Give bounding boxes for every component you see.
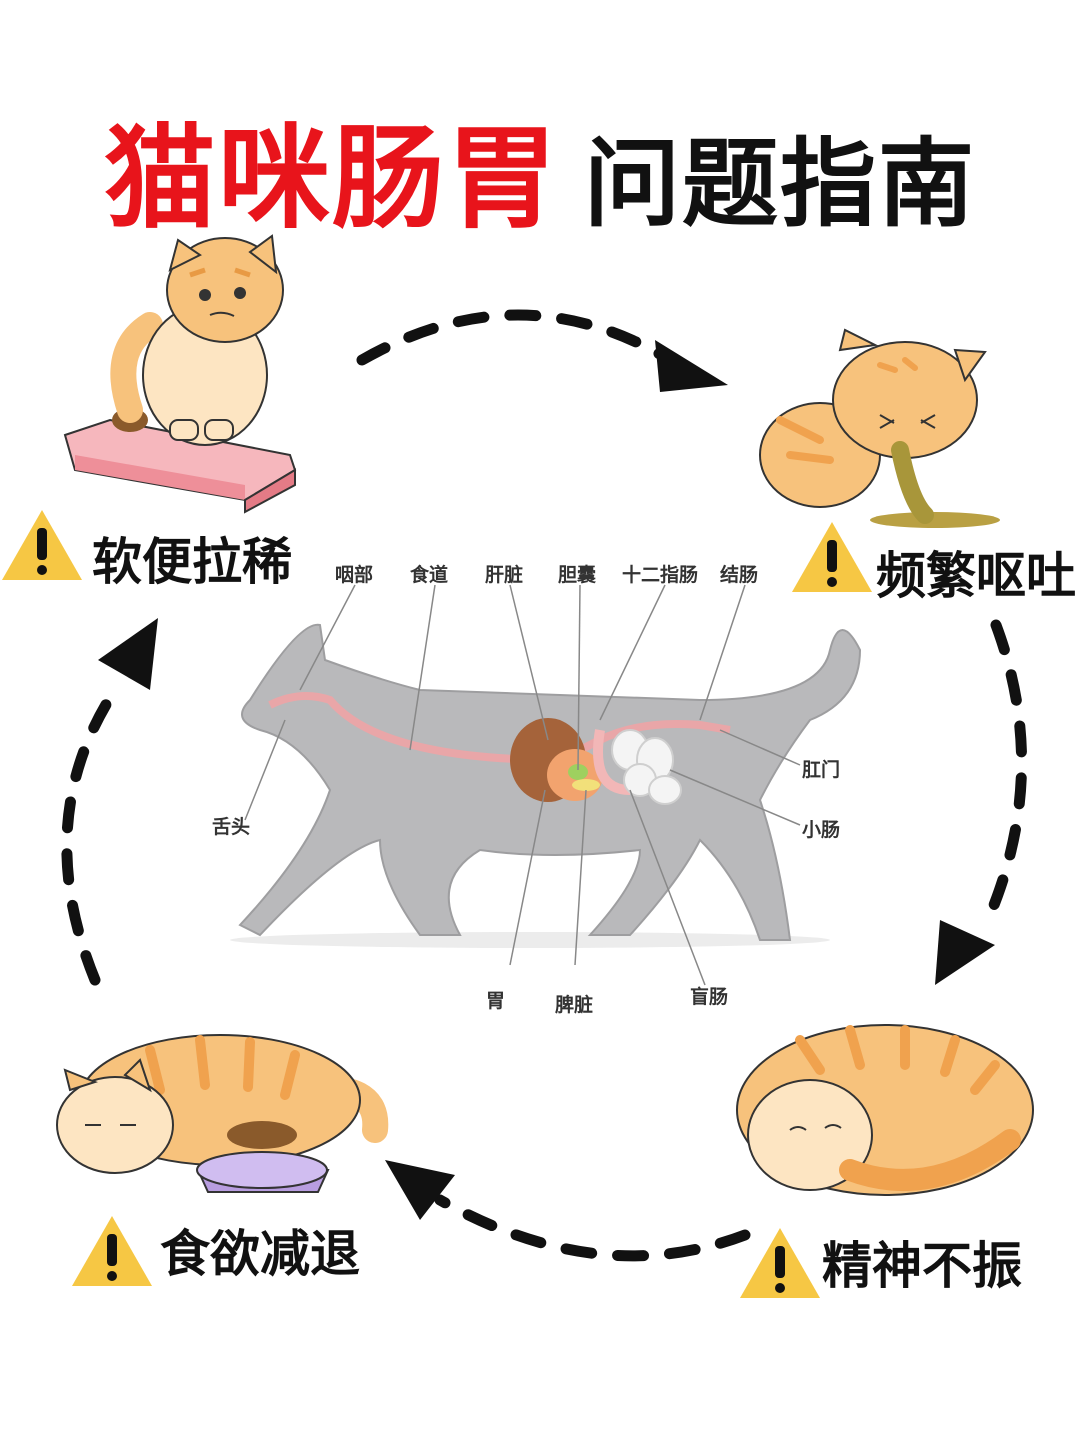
anatomy-label-spleen: 脾脏 bbox=[555, 994, 594, 1016]
cycle-arrow-left bbox=[61, 684, 121, 986]
arrowhead-bottom bbox=[385, 1160, 455, 1220]
anatomy-label-cecum: 盲肠 bbox=[690, 986, 729, 1008]
symptom-label: 精神不振 bbox=[822, 1237, 1022, 1295]
warning-triangle-icon bbox=[740, 1228, 820, 1298]
arrowhead-right bbox=[935, 920, 995, 985]
cat-vomiting-illustration bbox=[759, 328, 1000, 528]
symptom-soft-stool: 软便拉稀 bbox=[84, 522, 292, 594]
warning-triangle-icon bbox=[792, 522, 872, 592]
cat-anatomy-diagram bbox=[230, 584, 862, 986]
cat-not-eating-illustration bbox=[56, 1034, 389, 1193]
warning-triangle-icon bbox=[72, 1216, 152, 1286]
cycle-arrow-bottom bbox=[434, 1194, 751, 1262]
title-highlight: 猫咪肠胃 bbox=[104, 114, 560, 244]
anatomy-label-liver: 肝脏 bbox=[485, 564, 524, 586]
anatomy-label-gallbladder: 胆囊 bbox=[558, 564, 597, 586]
anatomy-label-pharynx: 咽部 bbox=[335, 564, 374, 586]
cat-litter-box-illustration bbox=[63, 234, 297, 514]
anatomy-label-stomach: 胃 bbox=[486, 990, 506, 1012]
anatomy-label-duodenum: 十二指肠 bbox=[622, 564, 699, 586]
anatomy-label-colon: 结肠 bbox=[720, 564, 759, 586]
cat-sleeping-illustration bbox=[736, 1024, 1034, 1196]
anatomy-label-small-intestine: 小肠 bbox=[802, 819, 841, 841]
symptom-label: 软便拉稀 bbox=[92, 533, 292, 591]
anatomy-label-tongue: 舌头 bbox=[212, 816, 251, 838]
arrowhead-top bbox=[655, 340, 728, 392]
symptom-lethargy: 精神不振 bbox=[814, 1226, 1022, 1298]
symptom-appetite-loss: 食欲减退 bbox=[152, 1214, 360, 1286]
arrowhead-left bbox=[98, 618, 158, 690]
symptom-vomiting: 频繁呕吐 bbox=[868, 536, 1076, 608]
page-title: 猫咪肠胃问题指南 bbox=[0, 88, 1080, 250]
cycle-arrow-top bbox=[356, 309, 676, 366]
symptom-label: 食欲减退 bbox=[160, 1225, 360, 1283]
warning-triangle-icon bbox=[2, 510, 82, 580]
symptom-label: 频繁呕吐 bbox=[876, 547, 1076, 605]
anatomy-label-anus: 肛门 bbox=[802, 759, 841, 781]
cycle-arrow-right bbox=[984, 619, 1027, 921]
anatomy-label-esophagus: 食道 bbox=[410, 564, 449, 586]
title-rest: 问题指南 bbox=[584, 128, 976, 240]
